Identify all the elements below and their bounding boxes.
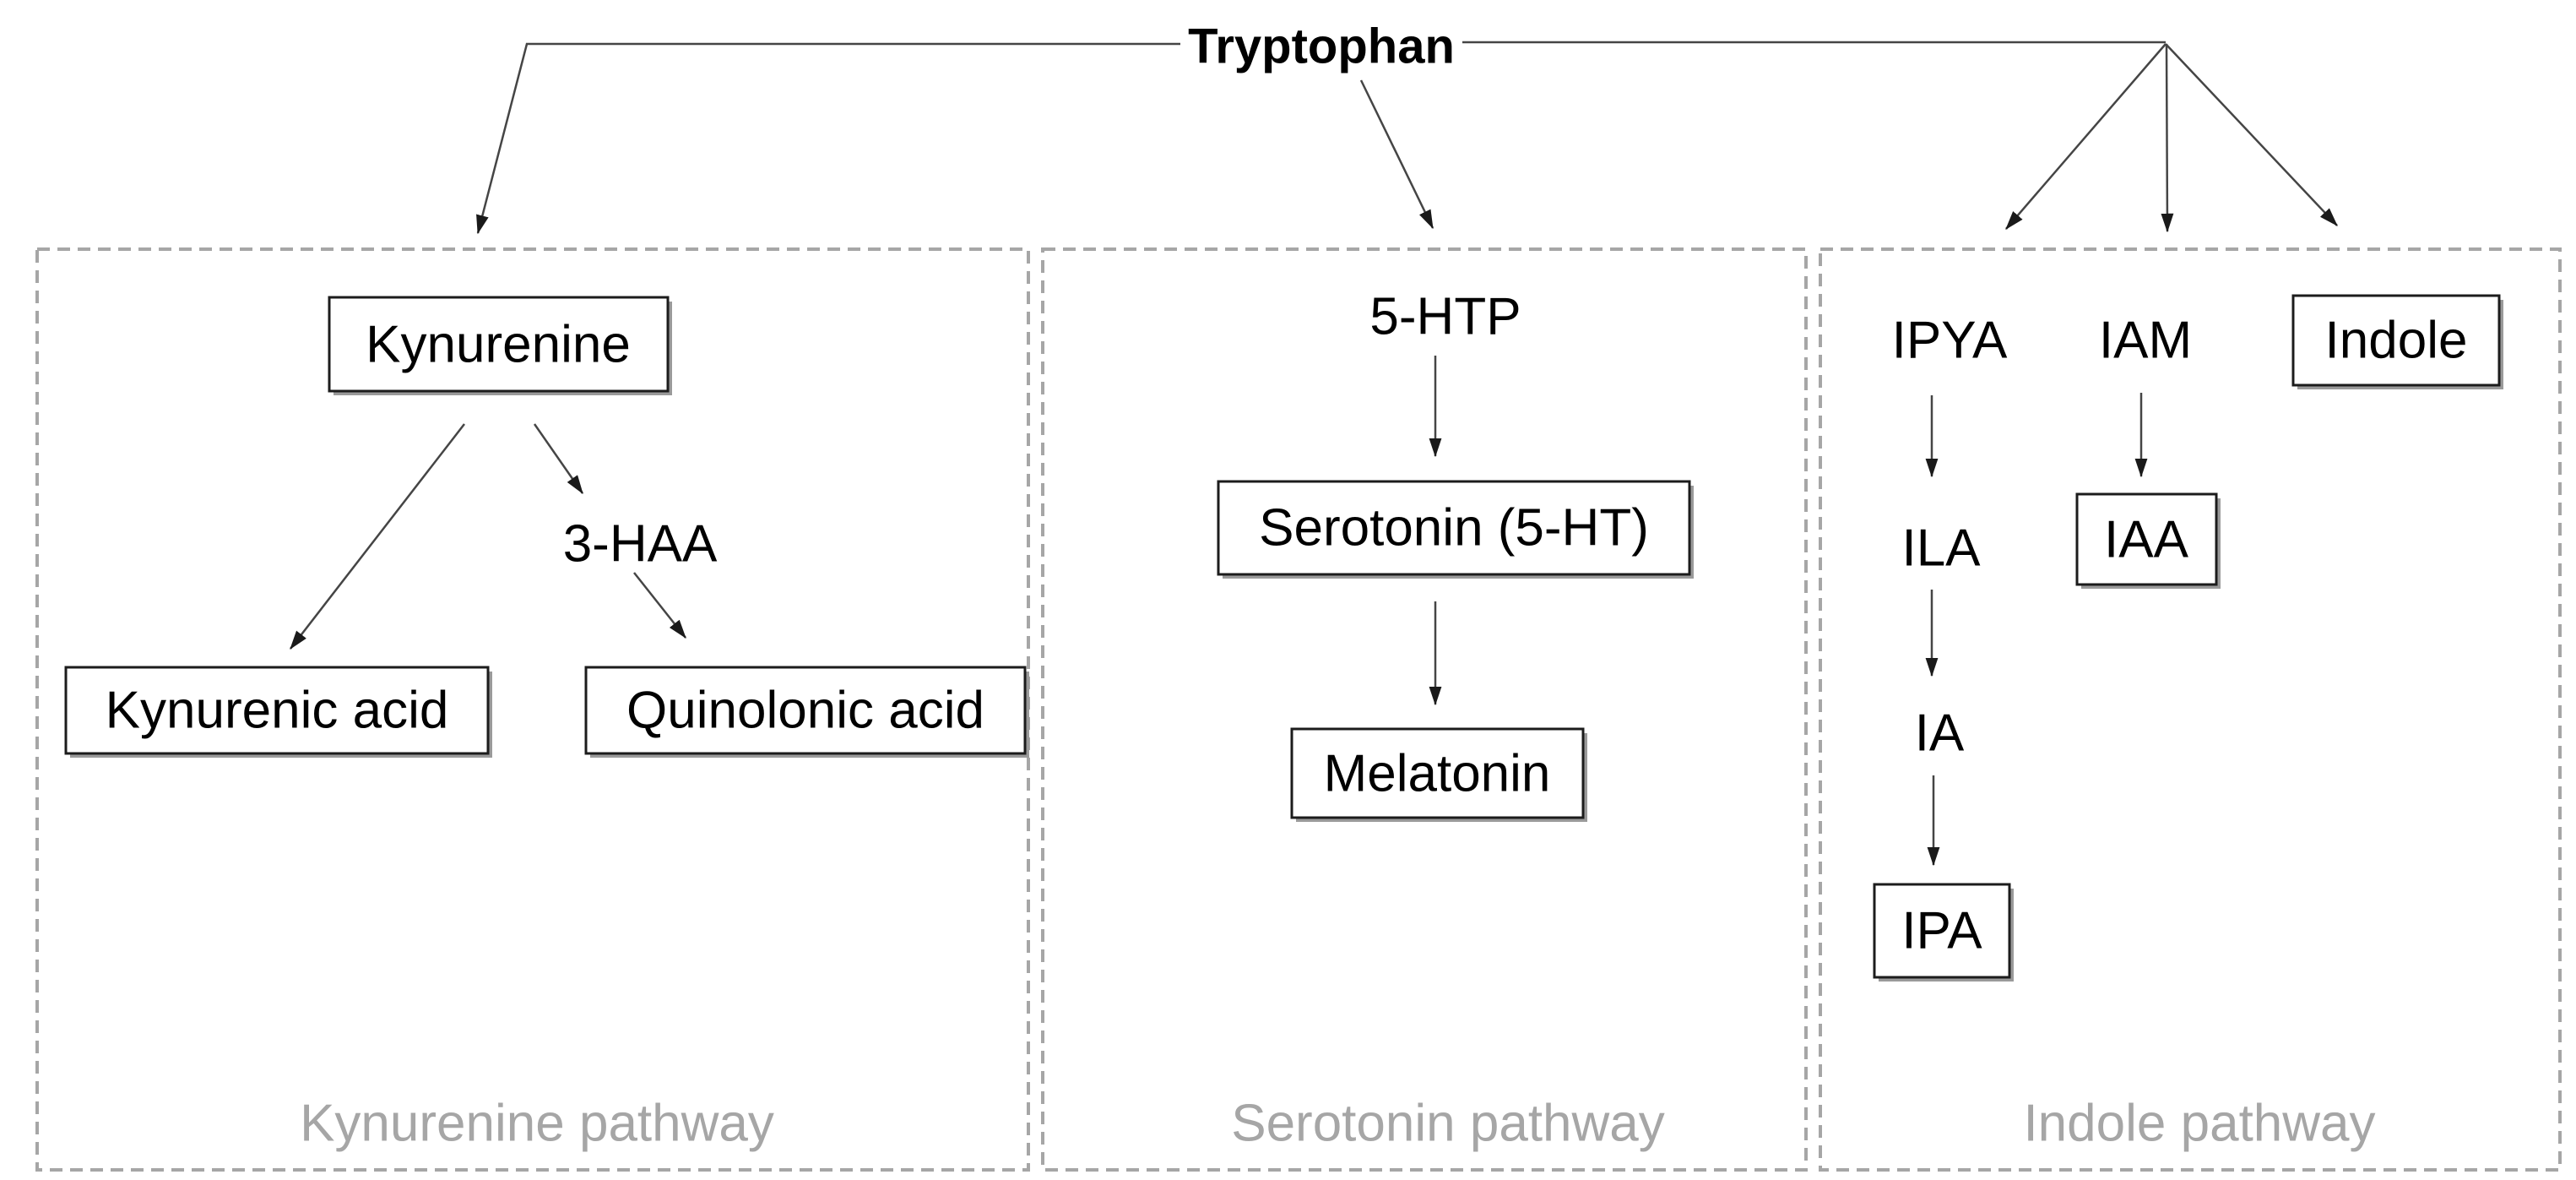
node-quinolonic-acid-label: Quinolonic acid — [626, 682, 984, 740]
node-quinolonic-acid: Quinolonic acid — [584, 666, 1029, 758]
node-iam-label: IAM — [2099, 312, 2192, 370]
node-melatonin-label: Melatonin — [1324, 745, 1551, 803]
node-kynurenic-acid-label: Kynurenic acid — [106, 682, 449, 740]
edge-tryptophan-ipya — [2005, 43, 2167, 230]
edge-kynurenine-kynurenic-acid — [290, 423, 465, 650]
node-ipa: IPA — [1873, 883, 2014, 982]
edge-tryptophan-indole — [2165, 43, 2338, 226]
serotonin-pathway-region — [1041, 247, 1808, 1172]
kynurenine-pathway-label: Kynurenine pathway — [300, 1095, 774, 1153]
node-ila-label: ILA — [1901, 519, 1981, 578]
node-kynurenine-label: Kynurenine — [366, 316, 631, 374]
node-kynurenic-acid: Kynurenic acid — [64, 666, 492, 758]
node-ipya-label: IPYA — [1892, 312, 2008, 370]
diagram-title: Tryptophan — [1188, 19, 1455, 74]
node-5htp-label: 5-HTP — [1369, 288, 1521, 346]
indole-pathway-label: Indole pathway — [2023, 1095, 2375, 1153]
node-ia-label: IA — [1915, 704, 1965, 763]
edge-3haa-quinolonic-acid — [633, 572, 686, 639]
edge-kynurenine-3haa — [533, 423, 584, 495]
edge-tryptophan-5htp — [1359, 79, 1434, 230]
edge-tryptophan-kynurenine — [476, 42, 1180, 235]
node-serotonin: Serotonin (5-HT) — [1217, 480, 1694, 579]
node-serotonin-label: Serotonin (5-HT) — [1259, 499, 1649, 557]
node-indole-label: Indole — [2325, 312, 2468, 370]
serotonin-pathway-label: Serotonin pathway — [1231, 1095, 1665, 1153]
indole-pathway-region — [1819, 247, 2562, 1172]
node-indole: Indole — [2291, 294, 2503, 389]
node-iaa: IAA — [2075, 492, 2221, 589]
node-iaa-label: IAA — [2104, 511, 2189, 569]
node-3haa-label: 3-HAA — [563, 515, 718, 574]
node-kynurenine: Kynurenine — [328, 296, 672, 395]
node-ipa-label: IPA — [1901, 902, 1982, 960]
node-melatonin: Melatonin — [1290, 727, 1587, 822]
